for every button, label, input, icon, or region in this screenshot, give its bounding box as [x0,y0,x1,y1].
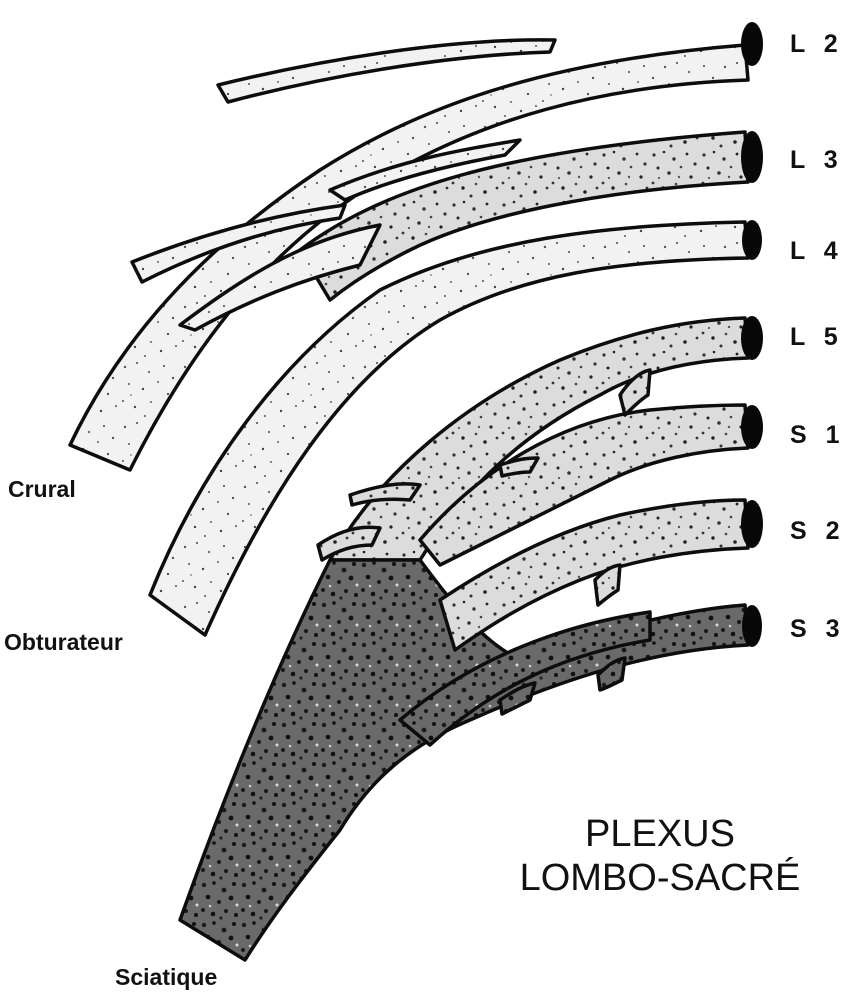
s1-root-end [741,405,763,449]
diagram-title: PLEXUS LOMBO-SACRÉ [490,812,830,900]
s2-root-end [741,500,763,548]
root-label-s1: S 1 [790,421,846,450]
root-label-s3: S 3 [790,615,846,644]
s3-root-end [742,605,762,647]
root-label-l5: L 5 [790,323,844,352]
l5-root-end [741,316,763,360]
branch-label-sciatique: Sciatique [115,964,217,991]
title-line-2: LOMBO-SACRÉ [490,856,830,900]
branch-label-crural: Crural [8,476,76,503]
root-label-l2: L 2 [790,30,844,59]
l4-root-end [742,220,762,260]
title-line-1: PLEXUS [490,812,830,856]
l3-root-end [741,131,763,183]
root-label-l3: L 3 [790,146,844,175]
branch-label-obturateur: Obturateur [4,629,123,656]
root-label-l4: L 4 [790,237,844,266]
root-label-s2: S 2 [790,517,846,546]
l2-root-end [741,22,763,66]
